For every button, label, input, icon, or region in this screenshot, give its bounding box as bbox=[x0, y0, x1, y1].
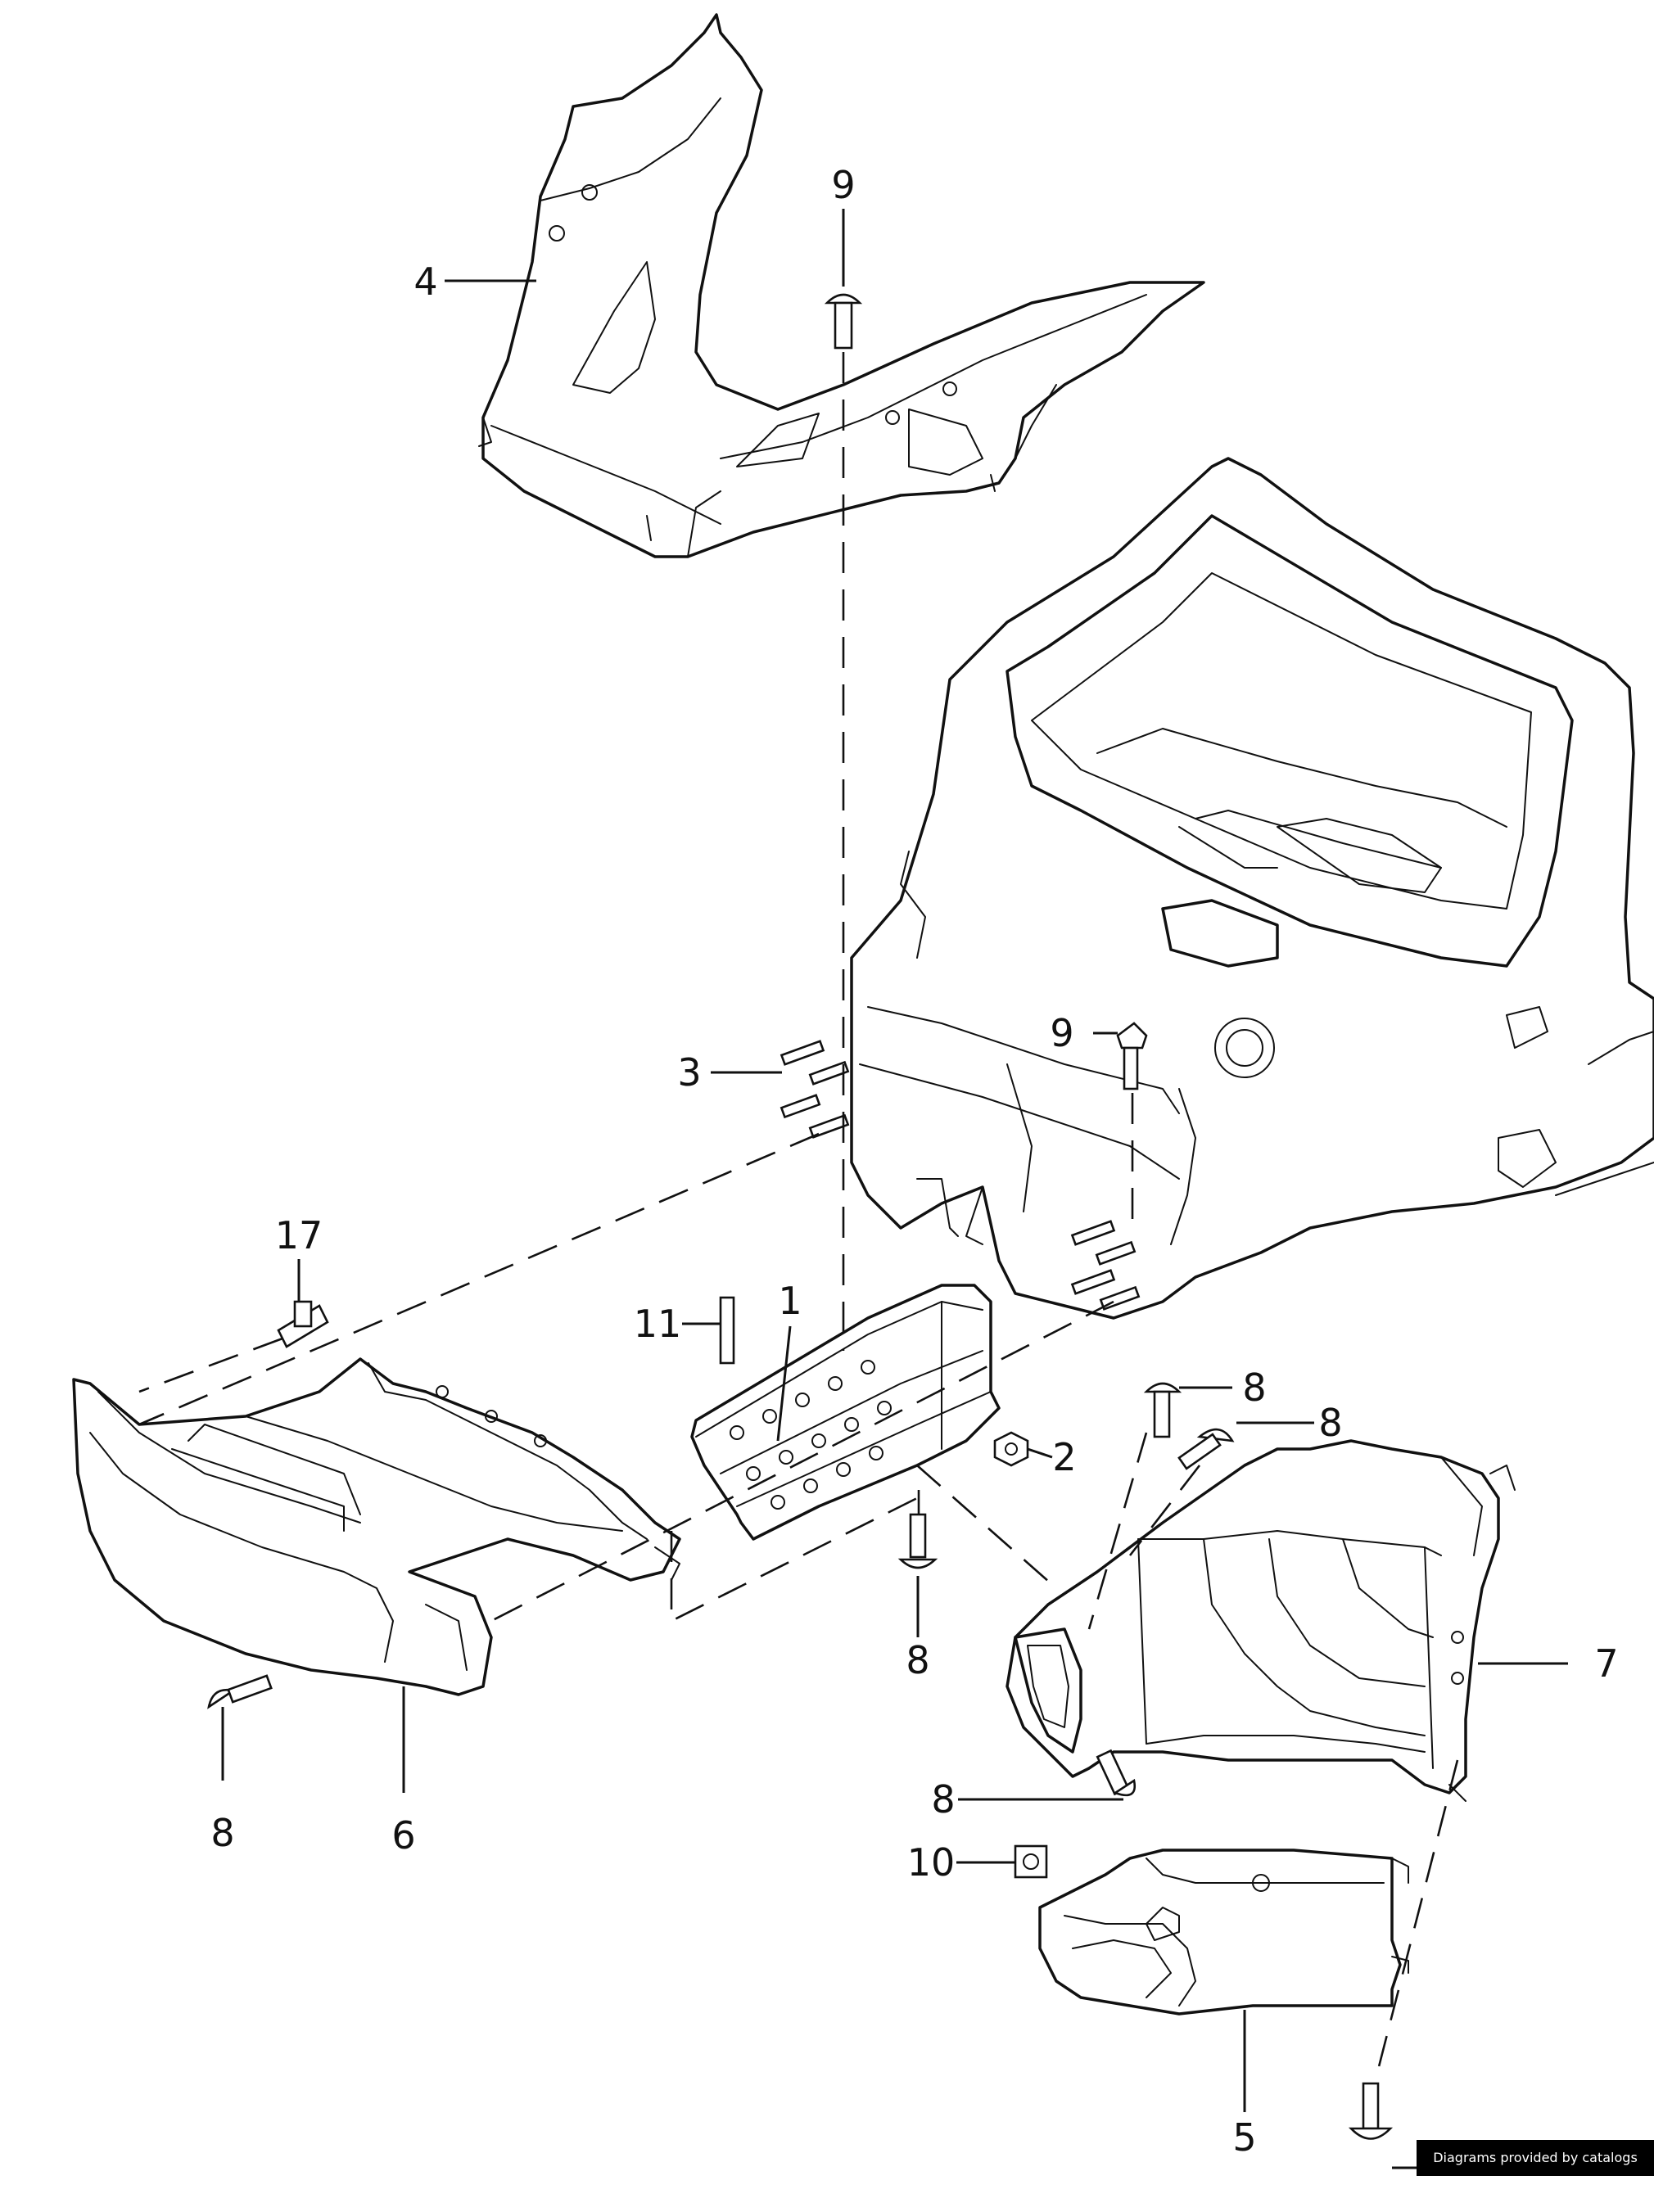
callout-8-upper-right: 8 bbox=[1318, 1401, 1342, 1445]
callout-8-duct: 8 bbox=[931, 1777, 955, 1822]
clip-nut-10 bbox=[1014, 1844, 1048, 1879]
callout-8-top: 8 bbox=[1242, 1366, 1266, 1410]
part-5-lower-air-guide bbox=[1038, 1849, 1409, 2016]
bolt-8a bbox=[1143, 1382, 1182, 1438]
callout-4: 4 bbox=[414, 260, 437, 304]
bolt-8f bbox=[1348, 2082, 1394, 2140]
body-shell-rear bbox=[850, 457, 1654, 1320]
callout-10: 10 bbox=[907, 1840, 956, 1885]
studs-body-right bbox=[1070, 1220, 1141, 1311]
bolt-8d bbox=[207, 1674, 273, 1709]
callout-9-upper: 9 bbox=[831, 163, 855, 207]
callout-5: 5 bbox=[1232, 2115, 1256, 2160]
callout-9-body: 9 bbox=[1050, 1011, 1073, 1055]
clip-17 bbox=[277, 1300, 329, 1348]
part-1-cross-member bbox=[690, 1284, 1001, 1541]
callout-7: 7 bbox=[1594, 1641, 1618, 1686]
credit-badge: Diagrams provided by catalogs parts bbox=[1417, 2140, 1654, 2201]
callout-3: 3 bbox=[677, 1050, 701, 1095]
bolt-9-upper bbox=[824, 293, 863, 350]
callout-8-left: 8 bbox=[210, 1811, 234, 1855]
callout-8-center: 8 bbox=[906, 1638, 929, 1682]
part-7-right-air-duct bbox=[1006, 1439, 1516, 1802]
bolt-8b bbox=[1177, 1428, 1235, 1470]
part-6-front-air-guide bbox=[72, 1357, 681, 1696]
callout-1: 1 bbox=[778, 1279, 802, 1323]
part-4-upper-air-guide bbox=[478, 13, 1205, 558]
stud-11 bbox=[719, 1296, 735, 1365]
studs-3 bbox=[780, 1040, 850, 1139]
assembly-lines bbox=[138, 352, 1459, 2080]
hardware bbox=[207, 293, 1394, 2140]
bolt-8e bbox=[1096, 1749, 1137, 1797]
callout-17: 17 bbox=[275, 1213, 323, 1257]
callout-2: 2 bbox=[1052, 1435, 1076, 1479]
bolt-9-body bbox=[1116, 1022, 1148, 1090]
callout-11: 11 bbox=[634, 1302, 682, 1346]
bolt-8c bbox=[897, 1513, 938, 1569]
nut-2 bbox=[993, 1431, 1029, 1467]
callout-6: 6 bbox=[391, 1813, 415, 1858]
leader-lines bbox=[221, 209, 1568, 2169]
